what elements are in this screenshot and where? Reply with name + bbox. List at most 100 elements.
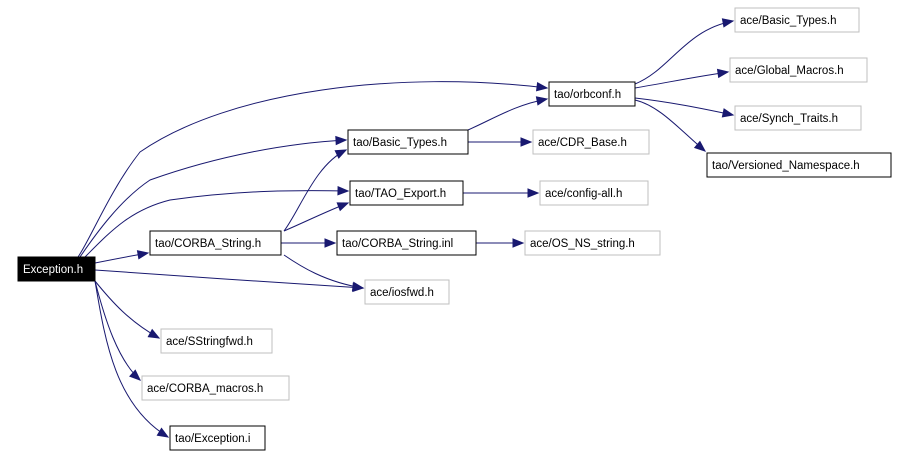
edge-arrowhead <box>136 250 150 260</box>
node-box <box>532 129 650 155</box>
edge-arrowhead <box>336 202 350 212</box>
node-ace-global-macros-h: ace/Global_Macros.h <box>729 57 868 83</box>
edge-line <box>634 97 734 116</box>
edge-tao_orbconf_h-to-ace_synch_traits_h <box>634 97 735 118</box>
edge-exception_h-to-tao_tao_export_h <box>84 186 350 258</box>
node-ace-cdr-base-h: ace/CDR_Base.h <box>532 129 650 155</box>
node-box <box>524 230 661 256</box>
edge-line <box>283 149 347 232</box>
node-box <box>734 105 862 131</box>
edge-tao_tao_export_h-to-ace_config_all_h <box>463 188 540 198</box>
node-tao-exception-i[interactable]: tao/Exception.i <box>169 425 266 451</box>
node-box <box>336 230 477 256</box>
node-label: tao/CORBA_String.inl <box>342 238 453 250</box>
nodes-layer: Exception.h tao/CORBA_String.h tao/Basic_T… <box>17 7 892 451</box>
edge-tao_corba_string_h-to-tao_basic_types_h <box>283 149 348 232</box>
node-label: Exception.h <box>23 264 83 276</box>
edge-tao_orbconf_h-to-ace_basic_types_h <box>634 18 735 85</box>
edge-arrowhead <box>527 188 540 198</box>
node-ace-corba-macros-h: ace/CORBA_macros.h <box>141 375 290 401</box>
node-tao-orbconf-h[interactable]: tao/orbconf.h <box>548 81 636 107</box>
edge-line <box>634 20 734 85</box>
edge-line <box>634 71 729 89</box>
node-box <box>347 129 469 155</box>
edge-tao_orbconf_h-to-tao_versioned_namespace_h <box>634 99 707 152</box>
edge-exception_h-to-ace_corba_macros_h <box>94 280 141 381</box>
edge-tao_corba_string_h-to-tao_tao_export_h <box>283 202 350 232</box>
node-tao-versioned-namespace-h[interactable]: tao/Versioned_Namespace.h <box>706 152 892 178</box>
node-box <box>149 230 282 256</box>
edge-tao_corba_string_h-to-tao_corba_string_inl <box>281 238 337 248</box>
edge-arrowhead <box>334 149 348 159</box>
node-ace-config-all-h: ace/config-all.h <box>539 180 649 206</box>
edges-layer <box>77 18 735 438</box>
node-label: ace/OS_NS_string.h <box>530 238 635 250</box>
node-ace-synch-traits-h: ace/Synch_Traits.h <box>734 105 862 131</box>
node-exception-h[interactable]: Exception.h <box>17 256 96 282</box>
edge-exception_h-to-tao_exception_i <box>94 280 170 438</box>
edge-exception_h-to-ace_iosfwd_h <box>94 269 365 293</box>
node-box <box>17 256 96 282</box>
node-label: ace/Global_Macros.h <box>735 65 844 77</box>
node-ace-sstringfwd-h: ace/SStringfwd.h <box>160 328 273 354</box>
edge-tao_corba_string_inl-to-ace_os_ns_string_h <box>476 238 525 248</box>
edge-line <box>77 81 548 258</box>
node-box <box>729 57 868 83</box>
node-box <box>169 425 266 451</box>
node-ace-os-ns-string-h: ace/OS_NS_string.h <box>524 230 661 256</box>
node-label: tao/Basic_Types.h <box>353 137 447 149</box>
edge-line <box>94 280 141 381</box>
edge-tao_basic_types_h-to-ace_cdr_base_h <box>468 137 533 147</box>
edge-arrowhead <box>335 135 348 146</box>
edge-arrowhead <box>693 140 707 152</box>
node-box <box>141 375 290 401</box>
edge-line <box>84 190 349 258</box>
node-box <box>349 180 464 206</box>
edge-tao_basic_types_h-to-tao_orbconf_h <box>467 96 549 131</box>
node-label: tao/Exception.i <box>175 433 250 445</box>
node-label: tao/orbconf.h <box>554 89 621 101</box>
edge-tao_corba_string_h-to-ace_iosfwd_h <box>283 254 365 292</box>
edge-arrowhead <box>536 82 549 92</box>
node-label: tao/Versioned_Namespace.h <box>712 160 860 172</box>
node-label: tao/TAO_Export.h <box>355 188 446 200</box>
edge-line <box>79 139 347 258</box>
node-tao-corba-string-h[interactable]: tao/CORBA_String.h <box>149 230 282 256</box>
edge-arrowhead <box>535 96 549 106</box>
node-box <box>734 7 860 33</box>
edge-arrowhead <box>721 108 735 118</box>
node-label: ace/SStringfwd.h <box>166 336 253 348</box>
edge-arrowhead <box>147 328 161 339</box>
node-ace-basic-types-h: ace/Basic_Types.h <box>734 7 860 33</box>
edge-exception_h-to-tao_basic_types_h <box>79 135 348 258</box>
edge-exception_h-to-ace_sstringfwd_h <box>94 280 161 339</box>
node-box <box>364 279 450 305</box>
node-label: ace/CDR_Base.h <box>538 137 627 149</box>
edge-line <box>94 280 169 438</box>
edge-line <box>94 269 364 289</box>
edge-arrowhead <box>156 427 170 438</box>
node-box <box>706 152 892 178</box>
edge-line <box>467 98 548 131</box>
edge-arrowhead <box>716 68 730 79</box>
edge-exception_h-to-tao_orbconf_h <box>77 81 549 258</box>
node-tao-corba-string-inl[interactable]: tao/CORBA_String.inl <box>336 230 477 256</box>
node-tao-tao-export-h[interactable]: tao/TAO_Export.h <box>349 180 464 206</box>
node-label: ace/Synch_Traits.h <box>740 113 838 125</box>
node-box <box>160 328 273 354</box>
edge-line <box>94 280 160 339</box>
node-label: ace/CORBA_macros.h <box>147 383 263 395</box>
node-ace-iosfwd-h: ace/iosfwd.h <box>364 279 450 305</box>
node-label: ace/config-all.h <box>545 188 622 200</box>
edge-tao_orbconf_h-to-ace_global_macros_h <box>634 68 730 89</box>
edge-arrowhead <box>351 281 365 292</box>
node-tao-basic-types-h[interactable]: tao/Basic_Types.h <box>347 129 469 155</box>
node-label: ace/iosfwd.h <box>370 287 434 299</box>
node-label: ace/Basic_Types.h <box>740 15 837 27</box>
node-box <box>539 180 649 206</box>
edge-arrowhead <box>512 238 525 248</box>
edge-arrowhead <box>129 369 141 381</box>
node-box <box>548 81 636 107</box>
edge-arrowhead <box>721 18 735 28</box>
